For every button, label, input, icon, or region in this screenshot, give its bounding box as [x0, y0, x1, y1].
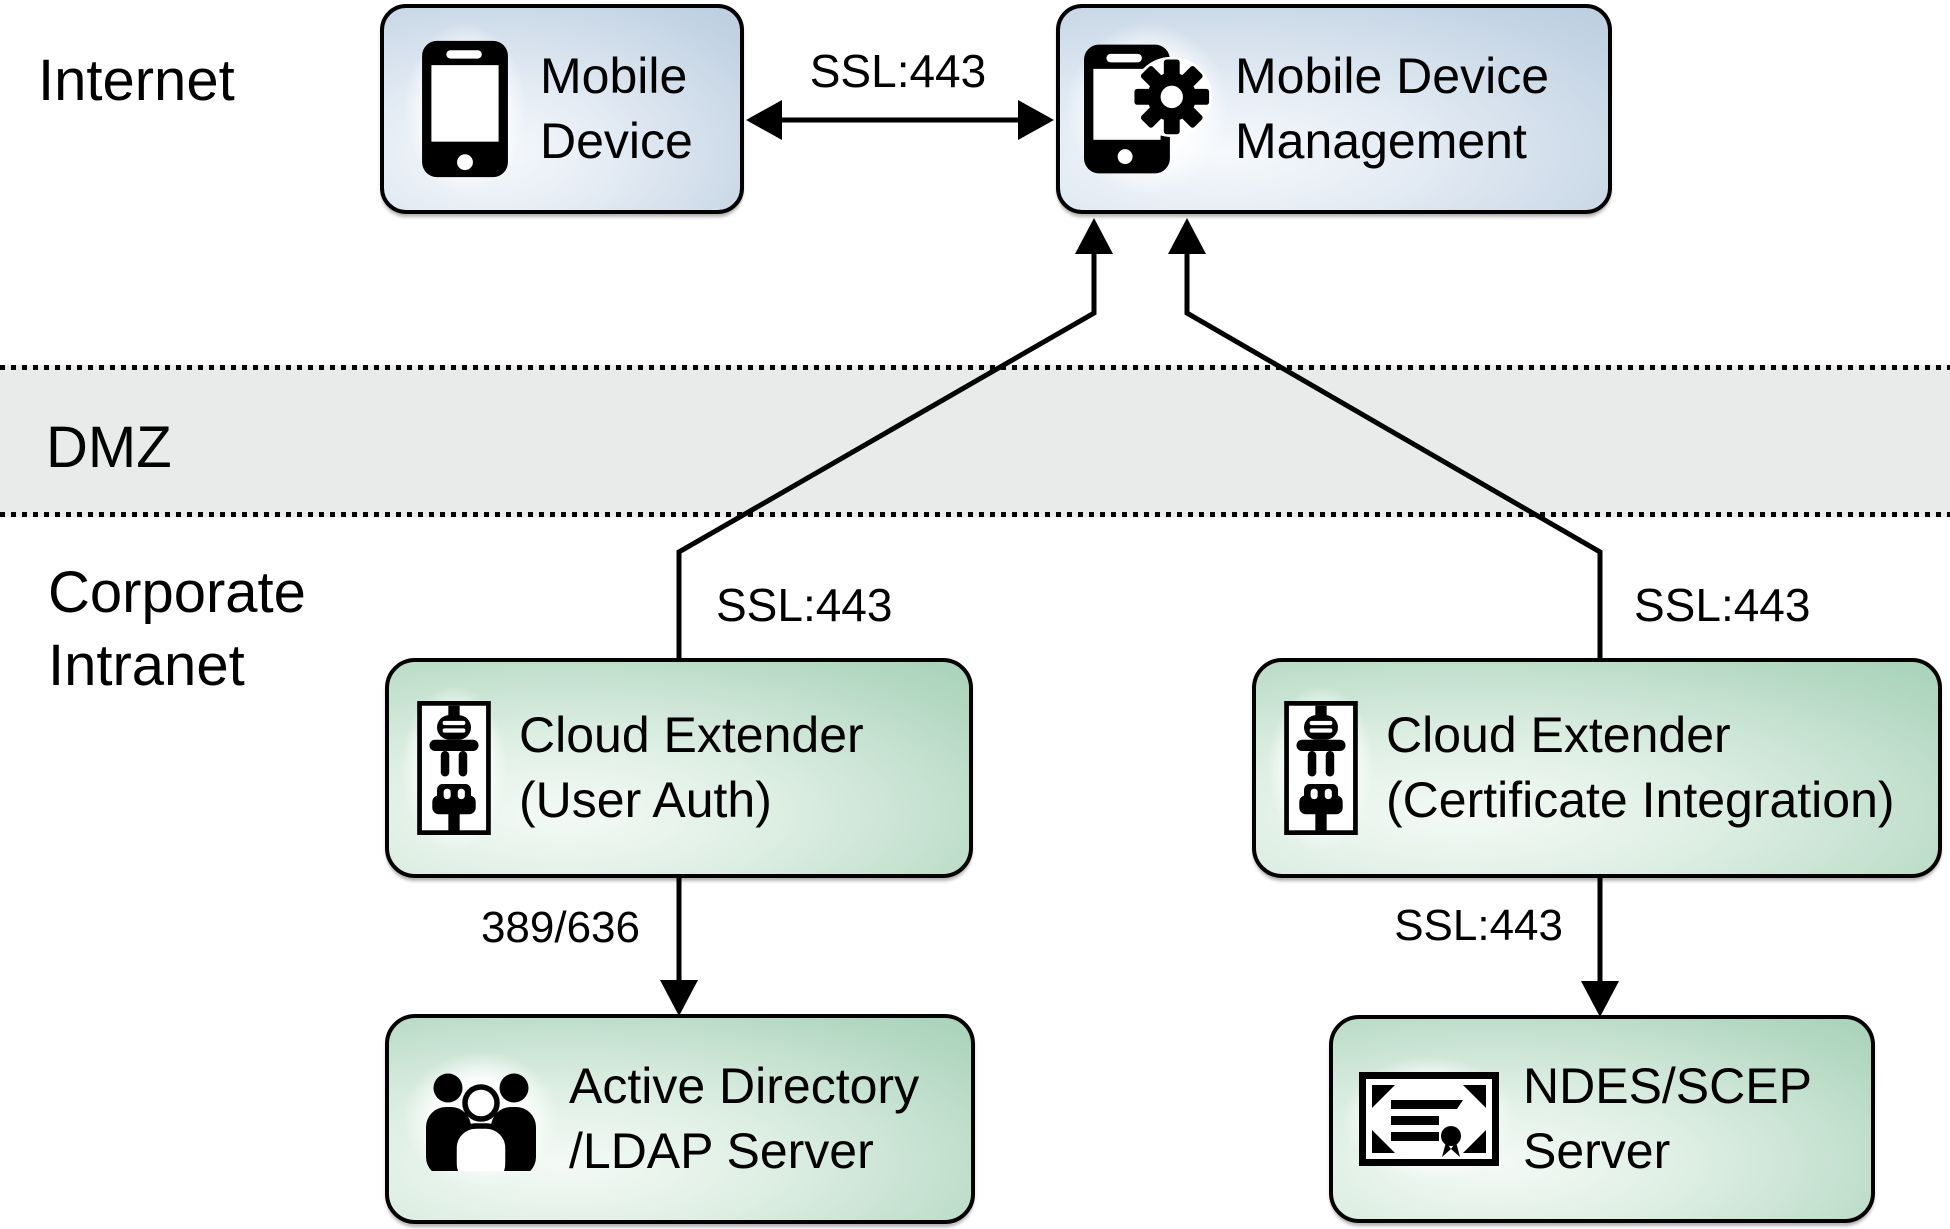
node-ce-cert-label: Cloud Extender (Certificate Integration) [1386, 703, 1895, 833]
edge-device-mdm-arrowhead-left [746, 100, 782, 140]
zone-label-corporate-intranet: Corporate Intranet [48, 556, 306, 702]
edge-label-device-mdm: SSL:443 [809, 45, 987, 97]
node-ce-cert-label-line2: (Certificate Integration) [1386, 772, 1895, 828]
node-ce-user-auth-label-line1: Cloud Extender [519, 707, 864, 763]
user-group-icon [403, 1051, 559, 1187]
node-mobile-device-label: Mobile Device [540, 44, 693, 174]
node-mobile-device: Mobile Device [380, 4, 744, 214]
dmz-bottom-boundary [0, 512, 1950, 517]
dmz-top-boundary [0, 365, 1950, 370]
node-ce-user-auth-label: Cloud Extender (User Auth) [519, 703, 864, 833]
zone-label-internet: Internet [38, 48, 235, 113]
zone-label-corporate-line1: Corporate [48, 560, 306, 625]
zone-label-dmz: DMZ [46, 415, 172, 480]
plug-connector-icon [1268, 685, 1374, 851]
node-mdm-label: Mobile Device Management [1235, 44, 1549, 174]
node-ndes-scep-label: NDES/SCEP Server [1523, 1054, 1812, 1184]
edge-cecert-mdm-line [1184, 253, 1603, 660]
smartphone-gear-icon [1066, 23, 1229, 195]
node-ce-user-auth-label-line2: (User Auth) [519, 772, 772, 828]
dmz-zone-band [0, 365, 1950, 517]
node-ce-cert-label-line1: Cloud Extender [1386, 707, 1731, 763]
edge-ceuserauth-ad-arrowhead [660, 980, 698, 1016]
edge-ceuserauth-mdm-arrowhead [1075, 218, 1113, 254]
node-mobile-device-label-line2: Device [540, 113, 693, 169]
edge-cecert-ndes-arrowhead [1581, 981, 1619, 1017]
node-cloud-extender-user-auth: Cloud Extender (User Auth) [385, 658, 973, 878]
edge-ceuserauth-mdm-line [676, 253, 1097, 660]
plug-connector-icon [401, 685, 507, 851]
smartphone-icon [404, 23, 526, 195]
node-ndes-scep-label-line2: Server [1523, 1123, 1671, 1179]
node-ad-ldap-label-line2: /LDAP Server [569, 1123, 874, 1179]
node-ad-ldap-label: Active Directory /LDAP Server [569, 1054, 919, 1184]
edge-label-cecert-mdm: SSL:443 [1634, 579, 1811, 631]
node-mdm-label-line1: Mobile Device [1235, 48, 1550, 104]
node-cloud-extender-certificate: Cloud Extender (Certificate Integration) [1252, 658, 1942, 878]
edge-label-cecert-ndes: SSL:443 [1394, 901, 1563, 950]
node-mdm-label-line2: Management [1235, 113, 1527, 169]
node-ndes-scep-server: NDES/SCEP Server [1329, 1015, 1875, 1223]
edge-cecert-mdm-arrowhead [1168, 218, 1206, 254]
zone-label-corporate-line2: Intranet [48, 633, 245, 699]
node-mobile-device-label-line1: Mobile [540, 48, 688, 104]
edge-label-ceuserauth-ad: 389/636 [480, 903, 640, 952]
node-ad-ldap-label-line1: Active Directory [569, 1058, 920, 1114]
edge-device-mdm-arrowhead-right [1018, 100, 1054, 140]
certificate-icon [1343, 1056, 1515, 1182]
edge-label-ceuserauth-mdm: SSL:443 [716, 579, 893, 631]
node-active-directory-ldap: Active Directory /LDAP Server [385, 1014, 975, 1224]
node-ndes-scep-label-line1: NDES/SCEP [1523, 1058, 1812, 1114]
node-mobile-device-management: Mobile Device Management [1056, 4, 1612, 214]
